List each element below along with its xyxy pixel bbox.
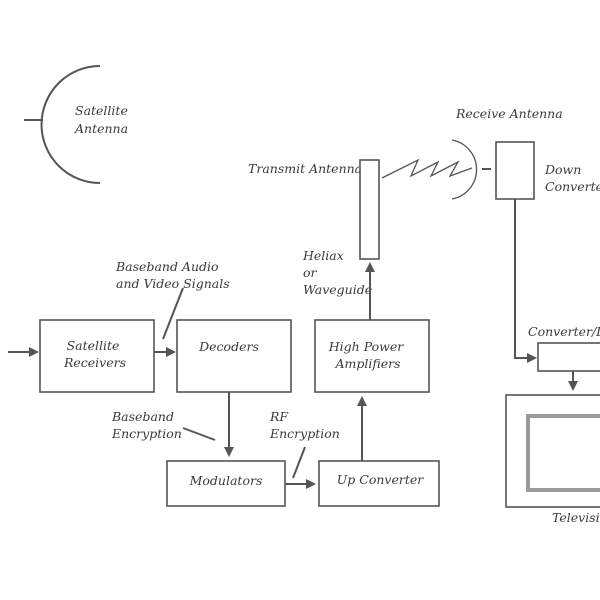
high-power-amplifiers-box [314,319,430,393]
rf-encryption-pointer [292,446,306,479]
television-icon [505,394,600,508]
down-to-converter-arrow [514,199,537,363]
receive-dish-icon [451,139,491,200]
satellite-receivers-label: Satellite Receivers [63,338,126,370]
up-converter-box [318,460,440,507]
converter-d-label: Converter/D [528,324,600,339]
modulators-label: Modulators [189,473,263,488]
rf-encryption-label: RF Encryption [269,409,340,441]
high-power-amplifiers-label: High Power Amplifiers [328,339,407,371]
decoders-label: Decoders [198,339,259,354]
microwave-link-icon [381,158,473,179]
down-converter-box [495,141,535,200]
up-converter-label: Up Converter [337,472,425,487]
baseband-encryption-pointer [182,427,216,441]
heliax-label: Heliax or Waveguide [302,248,372,297]
transmit-antenna-label: Transmit Antenna [248,161,362,176]
baseband-av-pointer [162,287,184,340]
transmit-antenna [359,159,380,260]
receive-antenna-label: Receive Antenna [455,106,563,121]
satellite-receivers-box [39,319,155,393]
satellite-antenna-icon [24,65,101,184]
decoders-box [176,319,292,393]
down-converter-label: Down Converter [544,162,600,194]
modulators-box [166,460,286,507]
television-label: Televisio [552,510,600,525]
satellite-antenna-label: Satellite Antenna [74,103,132,136]
baseband-av-label: Baseband Audio and Video Signals [115,259,230,291]
baseband-encryption-label: Baseband Encryption [111,409,182,441]
converter-d-box [537,342,600,372]
